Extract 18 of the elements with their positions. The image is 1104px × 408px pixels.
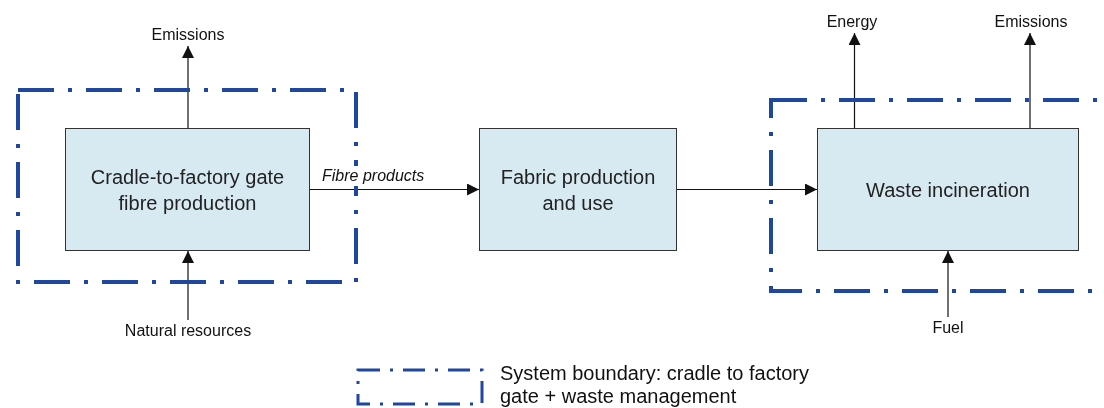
arrow (1024, 32, 1036, 129)
edge-label: Fibre products (320, 165, 427, 186)
process-box: Fabric production and use (479, 128, 677, 251)
process-box: Cradle-to-factory gate fibre production (65, 128, 310, 251)
legend-text: System boundary: cradle to factory gate + waste management (500, 362, 811, 408)
flow-label: Natural resources (98, 320, 278, 342)
flow-label: Emissions (138, 24, 238, 46)
arrow (182, 250, 194, 321)
arrow (942, 250, 954, 318)
arrow (848, 32, 861, 129)
system-boundary (16, 88, 358, 284)
flow-label: Energy (812, 11, 892, 33)
flow-label: Fuel (918, 317, 978, 339)
arrow (676, 183, 818, 196)
flow-label: Emissions (981, 11, 1081, 33)
arrow (182, 45, 194, 129)
arrow (309, 183, 480, 196)
process-box: Waste incineration (817, 128, 1079, 251)
